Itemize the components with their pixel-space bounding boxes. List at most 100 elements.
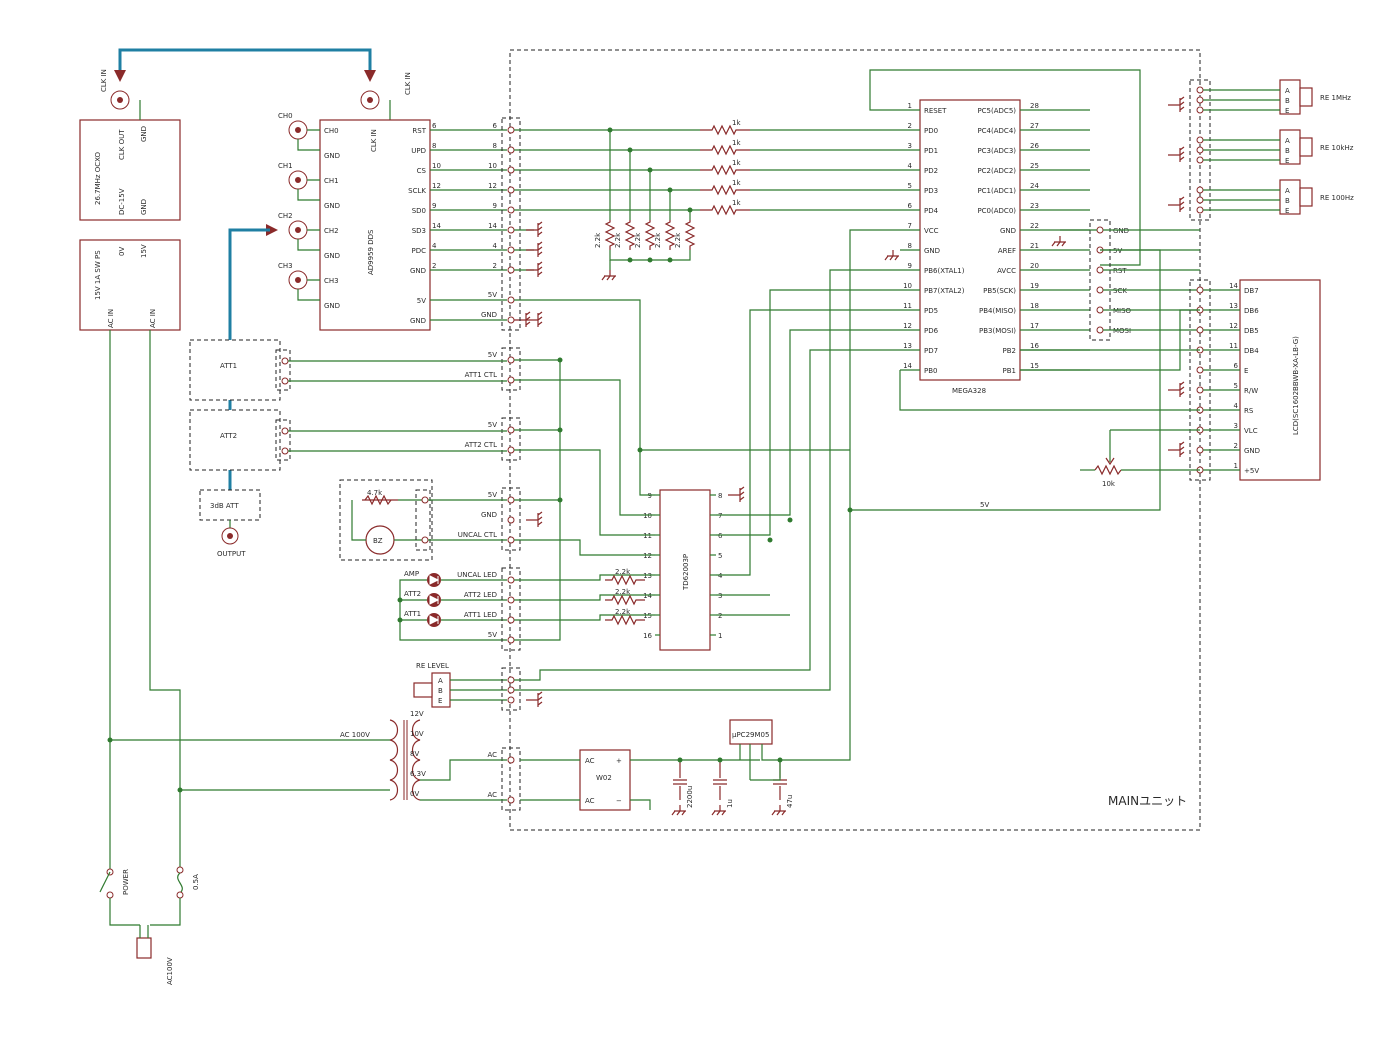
ps-acin1: AC IN xyxy=(107,309,115,328)
conn-label-11: ATT1 LED xyxy=(464,611,497,619)
mega-right-pin-8: AVCC xyxy=(997,267,1016,275)
fuse-label: 0.5A xyxy=(192,874,200,890)
lcd-pin-8: GND xyxy=(1244,447,1260,455)
re-encoder-0-pin-1: B xyxy=(1285,97,1290,105)
mega-left-num-1: 2 xyxy=(908,122,912,130)
capacitor-0 xyxy=(673,760,687,800)
tdg-left-0: 9 xyxy=(648,492,652,500)
dds-right-num-4: 9 xyxy=(432,202,436,210)
conn-label-12: 5V xyxy=(488,631,497,639)
mega-right-pin-0: PC5(ADC5) xyxy=(977,107,1016,115)
led-res-1: 2.2k xyxy=(615,588,631,596)
mega-right-num-9: 19 xyxy=(1030,282,1039,290)
channel-label-3: CH3 xyxy=(278,262,293,270)
conn-label-5: ATT2 CTL xyxy=(465,441,498,449)
mega-left-num-3: 4 xyxy=(908,162,913,170)
isp-pin-3: SCK xyxy=(1113,287,1127,295)
tdg-left-4: 13 xyxy=(643,572,652,580)
bridge-title: W02 xyxy=(596,774,612,782)
capacitor-label-1: 1u xyxy=(726,799,734,808)
lcd-num-1: 13 xyxy=(1229,302,1238,310)
dds-right-pin-2: CS xyxy=(417,167,427,175)
mega-right-pin-5: PC0(ADC0) xyxy=(977,207,1016,215)
lcd-pin-7: VLC xyxy=(1244,427,1258,435)
main-unit-label: MAINユニット xyxy=(1108,794,1187,808)
mega-left-num-2: 3 xyxy=(908,142,912,150)
tdg-left-3: 12 xyxy=(643,552,652,560)
output-label: OUTPUT xyxy=(217,550,246,558)
ocxo-gnd: GND xyxy=(140,126,148,142)
dds-right-pin-4: SD0 xyxy=(412,207,426,215)
lcd-pin-2: DB5 xyxy=(1244,327,1259,335)
mega-right-pins: PC5(ADC5)28PC4(ADC4)27PC3(ADC3)26PC2(ADC… xyxy=(977,102,1090,375)
led-label-1: ATT2 xyxy=(404,590,421,598)
re-encoder-1-pin-1: B xyxy=(1285,147,1290,155)
re-level-pin-0: A xyxy=(438,677,443,685)
dds-left-pin-2: CH1 xyxy=(324,177,339,185)
conn-num-5: 14 xyxy=(488,222,497,230)
dds-left-pin-7: GND xyxy=(324,302,340,310)
dds-right-pin-9: GND xyxy=(410,317,426,325)
conn-num-6: 4 xyxy=(493,242,498,250)
pullup-label-3: 2.2k xyxy=(654,232,662,248)
mega-left-pin-2: PD1 xyxy=(924,147,938,155)
dds-right-pin-1: UPD xyxy=(411,147,426,155)
dds-right-num-1: 8 xyxy=(432,142,436,150)
pullup-label-4: 2.2k xyxy=(674,232,682,248)
trans-tap-3: 6.3V xyxy=(410,770,426,778)
r47k-label: 4.7k xyxy=(367,489,383,497)
conn-num-4: 9 xyxy=(493,202,497,210)
mega-right-pin-13: PB1 xyxy=(1003,367,1016,375)
lcd-box xyxy=(1239,279,1321,481)
tdg-right-0: 8 xyxy=(718,492,722,500)
lcd-pins: DB714DB613DB512DB411E6R/W5RS4VLC3GND2+5V… xyxy=(1168,282,1260,475)
mega-right-pin-3: PC2(ADC2) xyxy=(977,167,1016,175)
dds-right-num-0: 6 xyxy=(432,122,437,130)
led-label-2: ATT1 xyxy=(404,610,421,618)
re-encoder-2 xyxy=(1279,179,1301,215)
isp-pin-0: GND xyxy=(1113,227,1129,235)
tdg-left-7: 16 xyxy=(643,632,652,640)
ps-title: 15V 1A SW PS xyxy=(94,250,102,300)
mega-right-num-2: 26 xyxy=(1030,142,1039,150)
lcd-pin-1: DB6 xyxy=(1244,307,1259,315)
isp-pin-4: MISO xyxy=(1113,307,1132,315)
lcd-num-0: 14 xyxy=(1229,282,1238,290)
mega-right-num-11: 17 xyxy=(1030,322,1039,330)
tdg-left-2: 11 xyxy=(643,532,652,540)
pullup-label-0: 2.2k xyxy=(594,232,602,248)
power-supply-box xyxy=(79,239,181,331)
lcd-pin-5: R/W xyxy=(1244,387,1258,395)
v5-rail-label: 5V xyxy=(980,501,989,509)
mega-right-pin-12: PB2 xyxy=(1003,347,1016,355)
re-level-pin-1: B xyxy=(438,687,443,695)
mega-left-pin-8: PB6(XTAL1) xyxy=(924,267,965,275)
conn-label-3: ATT1 CTL xyxy=(465,371,498,379)
ocxo-title: 26.7MHz OCXO xyxy=(94,151,102,205)
re-encoder-0 xyxy=(1279,79,1301,115)
regulator xyxy=(729,719,773,745)
res-1k-1: 1k xyxy=(732,139,741,147)
isp-pin-1: 5V xyxy=(1113,247,1122,255)
re-encoder-0-pin-2: E xyxy=(1285,107,1289,115)
clk-in-label-2: CLK IN xyxy=(404,72,412,95)
ps-0v: 0V xyxy=(118,247,126,256)
mega-left-num-7: 8 xyxy=(908,242,912,250)
ocxo-clkout: CLK OUT xyxy=(118,129,126,160)
mega-right-num-13: 15 xyxy=(1030,362,1039,370)
mega-left-num-13: 14 xyxy=(903,362,912,370)
mega-right-pin-10: PB4(MISO) xyxy=(979,307,1016,315)
conn-label-9: UNCAL LED xyxy=(457,571,497,579)
main-unit-boundary xyxy=(509,49,1201,831)
dds-right-pin-0: RST xyxy=(412,127,426,135)
lcd-pin-6: RS xyxy=(1244,407,1254,415)
tdg-right-7: 1 xyxy=(718,632,722,640)
dds-right-pin-7: GND xyxy=(410,267,426,275)
lcd-pin-4: E xyxy=(1244,367,1248,375)
mega-left-num-8: 9 xyxy=(908,262,912,270)
